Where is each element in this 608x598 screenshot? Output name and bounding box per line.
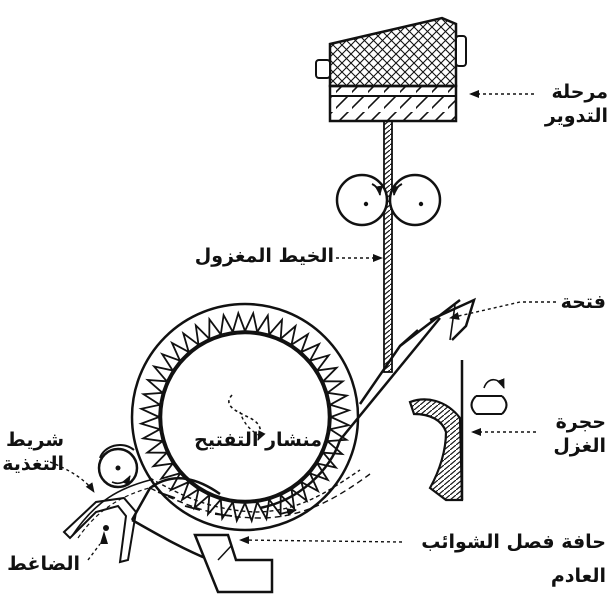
saw-tooth [158, 461, 182, 481]
saw-tooth [326, 391, 350, 407]
saw-tooth [140, 427, 164, 443]
feed-plate [62, 496, 138, 564]
label-presser: الضاغط [7, 553, 80, 575]
housing [130, 297, 477, 562]
fibre-stream [71, 469, 371, 539]
saw-tooth [255, 312, 271, 336]
saw-tooth [321, 439, 345, 456]
label-spinning-chamber-line1: حجرة [555, 411, 606, 433]
saw-tooth [144, 439, 169, 454]
leader-lines [49, 90, 556, 561]
saw-tooth [219, 312, 235, 336]
label-feed-strip-line2: التغذية [2, 453, 64, 475]
saw-tooth [219, 498, 235, 522]
saw-tooth [267, 317, 284, 341]
saw-tooth [308, 353, 332, 373]
saw-tooth [193, 487, 211, 511]
saw-tooth [151, 365, 175, 383]
saw-tooth [329, 403, 352, 419]
winding-package [315, 16, 467, 123]
label-opening: فتحة [560, 291, 606, 313]
saw-tooth [208, 316, 223, 341]
saw-tooth [194, 322, 211, 347]
label-opening-saw: منشار التفتيح [194, 429, 322, 451]
yarn-line [383, 120, 393, 373]
waste-box [193, 533, 274, 594]
label-trash-separation-edge: حافة فصل الشوائب [421, 531, 606, 553]
saw-tooth [321, 380, 346, 395]
label-spinning-chamber-line2: الغزل [553, 435, 606, 457]
opening-roller [130, 302, 360, 532]
saw-tooth [255, 498, 271, 522]
label-waste: العادم [550, 565, 606, 587]
saw-tooth [138, 403, 161, 419]
saw-tooth [231, 310, 247, 333]
saw-tooth [170, 340, 191, 363]
rotor [408, 360, 508, 502]
saw-tooth [243, 310, 259, 333]
label-feed-strip-line1: شريط [6, 429, 64, 451]
saw-tooth [145, 378, 169, 395]
saw-tooth [138, 415, 161, 431]
saw-tooth [315, 366, 340, 383]
saw-tooth [289, 331, 310, 354]
label-spun-yarn: الخيط المغزول [194, 245, 334, 267]
feed-roller [97, 443, 139, 489]
saw-tooth [279, 323, 297, 347]
delivery-rollers [335, 173, 442, 227]
saw-tooth [140, 391, 164, 407]
label-twisting-stage: مرحلة التدوير [532, 80, 608, 128]
label-spinning-chamber: حجرة الغزل [540, 410, 606, 458]
saw-tooth [159, 352, 182, 373]
saw-tooth [180, 480, 201, 503]
label-twisting-stage-line1: مرحلة [551, 81, 608, 103]
saw-tooth [150, 451, 175, 468]
saw-tooth [299, 342, 322, 363]
saw-tooth [181, 330, 201, 354]
saw-tooth [329, 415, 352, 431]
label-twisting-stage-line2: التدوير [544, 105, 608, 127]
label-feed-strip: شريط التغذية [0, 428, 64, 476]
